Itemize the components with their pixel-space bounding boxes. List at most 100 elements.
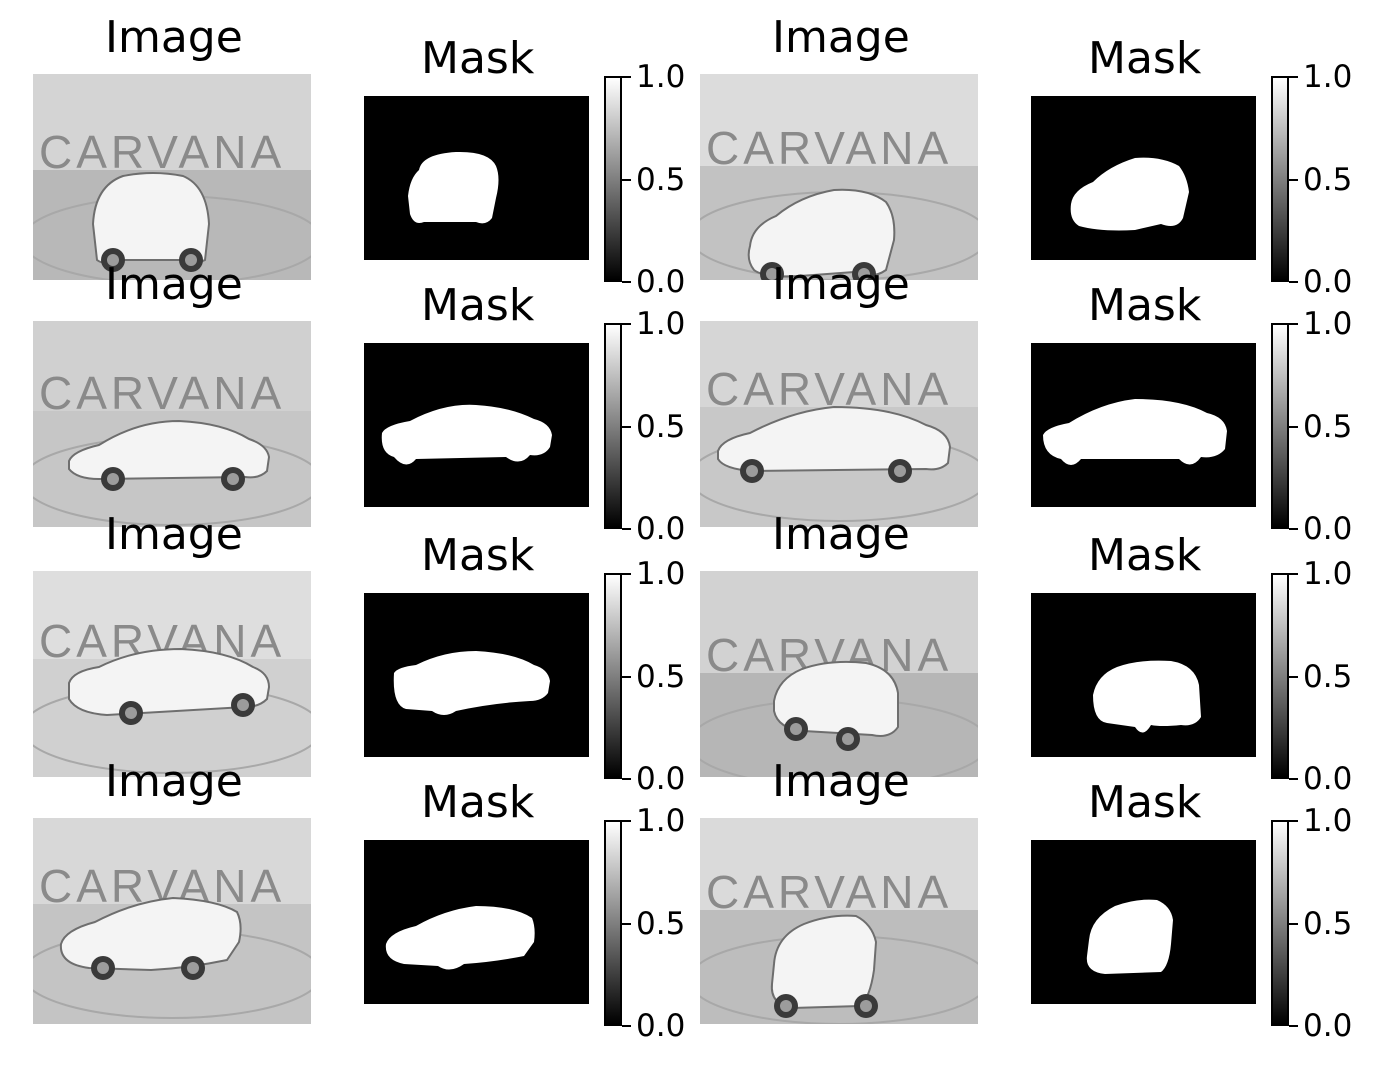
segmentation-mask [1031,96,1256,260]
watermark-text: CARVANA [706,866,952,918]
watermark-text: CARVANA [39,367,285,419]
segmentation-mask [1031,840,1256,1004]
colorbar-tick-label: 0.0 [1303,264,1353,300]
colorbar [604,573,622,779]
colorbar-tick-label: 1.0 [1303,803,1353,839]
colorbar-tick [622,676,631,678]
mask-title: Mask [1088,530,1202,581]
mask-silhouette [1093,660,1201,733]
colorbar-tick-label: 0.0 [1303,511,1353,547]
segmentation-mask [364,840,589,1004]
car-photo: CARVANA [700,74,978,280]
car-photo: CARVANA [33,818,311,1024]
car-body [68,647,271,717]
segmentation-mask [1031,343,1256,507]
colorbar-tick-label: 0.0 [636,1008,686,1044]
colorbar [1271,323,1289,529]
colorbar-tick-label: 0.0 [636,761,686,797]
image-title: Image [105,756,243,807]
colorbar-tick [622,1025,631,1027]
image-title: Image [105,259,243,310]
colorbar-tick [622,179,631,181]
colorbar [1271,573,1289,779]
colorbar-tick [622,573,631,575]
colorbar-tick [622,820,631,822]
colorbar-tick [1289,573,1298,575]
colorbar-tick [622,323,631,325]
colorbar-tick [1289,528,1298,530]
mask-silhouette [393,651,550,715]
mask-silhouette [1086,899,1173,974]
colorbar-tick [1289,281,1298,283]
colorbar-tick [1289,179,1298,181]
colorbar [1271,820,1289,1026]
colorbar-tick-label: 0.5 [1303,409,1353,445]
colorbar-tick [622,426,631,428]
colorbar-tick [622,76,631,78]
car-body [747,188,896,278]
colorbar-tick-label: 0.0 [636,264,686,300]
colorbar-tick-label: 0.5 [636,906,686,942]
colorbar-tick [1289,676,1298,678]
colorbar-tick [1289,820,1298,822]
watermark-text: CARVANA [39,126,285,178]
colorbar [1271,76,1289,282]
colorbar-tick-label: 0.5 [1303,162,1353,198]
colorbar-tick [622,923,631,925]
car-body [717,405,952,473]
image-title: Image [772,259,910,310]
mask-title: Mask [1088,777,1202,828]
colorbar-tick-label: 1.0 [636,556,686,592]
mask-title: Mask [421,530,535,581]
image-title: Image [772,756,910,807]
car-photo: CARVANA [700,321,978,527]
colorbar-tick-label: 0.5 [636,659,686,695]
colorbar-tick-label: 1.0 [636,59,686,95]
segmentation-mask [364,593,589,757]
colorbar-tick-label: 0.5 [636,162,686,198]
image-title: Image [772,509,910,560]
colorbar [604,323,622,529]
segmentation-mask [364,96,589,260]
mask-silhouette [408,151,499,224]
colorbar-tick-label: 0.0 [1303,1008,1353,1044]
segmentation-mask [364,343,589,507]
colorbar-tick-label: 0.5 [1303,906,1353,942]
watermark-text: CARVANA [706,363,952,415]
mask-silhouette [1043,399,1227,465]
colorbar-tick-label: 0.5 [636,409,686,445]
car-photo: CARVANA [33,571,311,777]
image-title: Image [772,12,910,63]
mask-title: Mask [1088,33,1202,84]
image-title: Image [105,509,243,560]
car-photo: CARVANA [700,818,978,1024]
watermark-text: CARVANA [706,122,952,174]
colorbar-tick-label: 0.0 [636,511,686,547]
colorbar-tick-label: 1.0 [1303,59,1353,95]
colorbar-tick [1289,323,1298,325]
colorbar-tick-label: 1.0 [636,803,686,839]
car-photo: CARVANA [700,571,978,777]
colorbar-tick-label: 1.0 [636,306,686,342]
mask-silhouette [381,404,552,465]
colorbar-tick [1289,426,1298,428]
segmentation-mask [1031,593,1256,757]
colorbar [604,76,622,282]
colorbar-tick [1289,778,1298,780]
car-photo: CARVANA [33,74,311,280]
colorbar-tick [622,281,631,283]
colorbar-tick-label: 1.0 [1303,556,1353,592]
mask-title: Mask [421,777,535,828]
car-body [68,419,271,481]
image-title: Image [105,12,243,63]
mask-title: Mask [421,33,535,84]
mask-title: Mask [421,280,535,331]
colorbar-tick-label: 1.0 [1303,306,1353,342]
